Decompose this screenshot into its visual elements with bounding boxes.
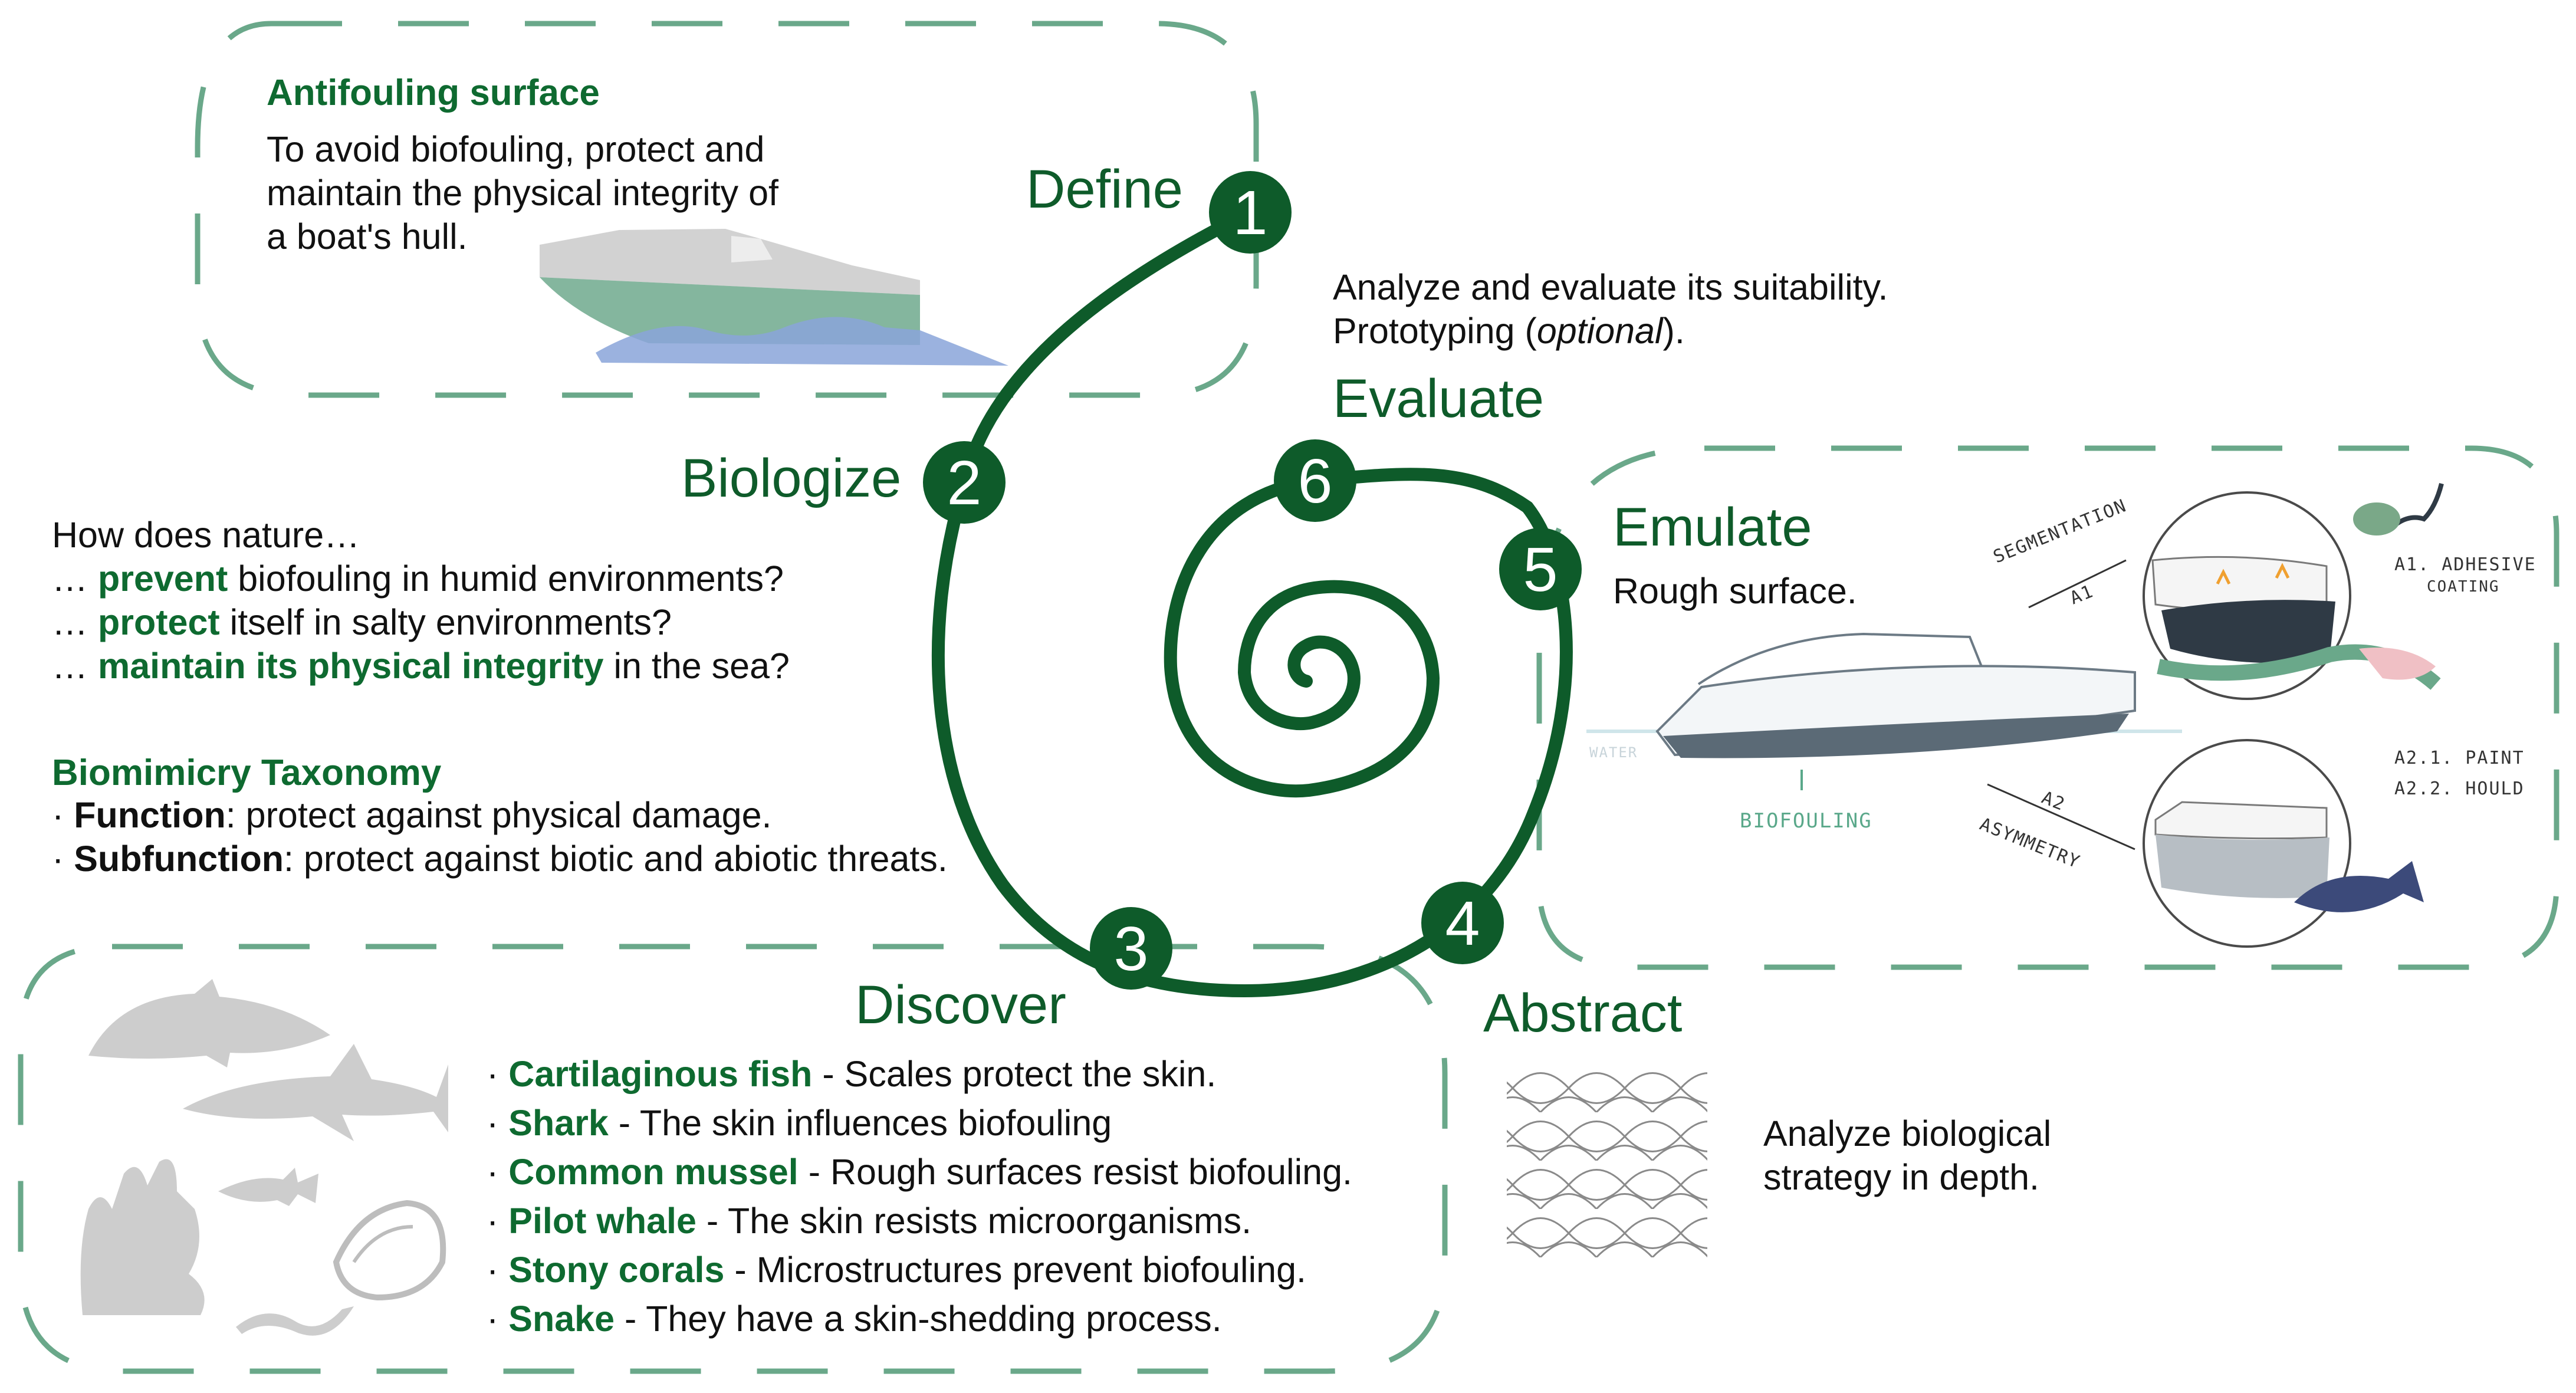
taxonomy-list: · Function: protect against physical dam… <box>52 793 948 881</box>
coral-silhouette <box>80 1159 205 1315</box>
stage-label-evaluate: Evaluate <box>1333 369 1545 429</box>
stage-number-5: 5 <box>1523 535 1558 604</box>
define-line: a boat's hull. <box>267 216 468 257</box>
small-fish-silhouette <box>218 1168 318 1206</box>
label-biofouling: BIOFOULING <box>1740 809 1872 833</box>
stage-marker-6: 6 <box>1274 439 1356 522</box>
stage-label-biologize: Biologize <box>681 448 902 508</box>
stage-marker-1: 1 <box>1209 171 1292 254</box>
stage-marker-5: 5 <box>1499 528 1582 610</box>
discover-item: · Pilot whale - The skin resists microor… <box>487 1201 1252 1241</box>
discover-item: · Common mussel - Rough surfaces resist … <box>487 1152 1352 1192</box>
label-coating: COATING <box>2427 578 2500 596</box>
mussel-silhouette <box>333 1200 446 1301</box>
stage-number-6: 6 <box>1298 446 1333 516</box>
stage-marker-4: 4 <box>1421 882 1504 964</box>
evaluate-line-2: Prototyping (optional). <box>1333 311 1685 351</box>
abstract-line: strategy in depth. <box>1763 1157 2039 1197</box>
label-a2-2: A2.2. HOULD <box>2394 778 2525 799</box>
emulate-description: Rough surface. <box>1613 571 1857 611</box>
stage-marker-2: 2 <box>923 441 1006 524</box>
taxonomy-item: · Subfunction: protect against biotic an… <box>52 839 948 879</box>
shark-silhouette <box>183 1044 448 1141</box>
stage-label-abstract: Abstract <box>1483 983 1683 1043</box>
define-panel-description: To avoid biofouling, protect and maintai… <box>267 127 778 258</box>
stage-number-2: 2 <box>947 448 982 518</box>
taxonomy-item: · Function: protect against physical dam… <box>52 795 772 835</box>
biologize-question: … protect itself in salty environments? <box>52 602 672 642</box>
evaluate-description: Analyze and evaluate its suitability. Pr… <box>1333 265 1888 353</box>
stage-number-4: 4 <box>1445 889 1480 958</box>
label-a1-adhesive: A1. ADHESIVE <box>2394 554 2536 575</box>
discover-item: · Stony corals - Microstructures prevent… <box>487 1250 1306 1290</box>
label-water: WATER <box>1589 744 1638 761</box>
taxonomy-title: Biomimicry Taxonomy <box>52 753 442 793</box>
stage-number-3: 3 <box>1114 914 1149 984</box>
biologize-question: … maintain its physical integrity in the… <box>52 646 790 686</box>
detail-circle-a2 <box>2143 739 2424 948</box>
abstract-line: Analyze biological <box>1763 1113 2052 1154</box>
define-line: maintain the physical integrity of <box>267 173 778 213</box>
snake-silhouette <box>236 1306 354 1336</box>
discover-list: · Cartilaginous fish - Scales protect th… <box>487 1050 1352 1343</box>
define-panel-border <box>195 21 1259 398</box>
stage-number-1: 1 <box>1233 178 1268 248</box>
discover-item: · Snake - They have a skin-shedding proc… <box>487 1299 1222 1339</box>
discover-item: · Shark - The skin influences biofouling <box>487 1103 1112 1143</box>
stage-label-emulate: Emulate <box>1613 497 1812 557</box>
boat-illustration <box>540 229 1008 366</box>
pilot-whale-silhouette <box>88 979 330 1067</box>
biologize-questions: How does nature… … prevent biofouling in… <box>52 513 790 688</box>
stage-label-define: Define <box>1026 159 1183 219</box>
label-a2-1: A2.1. PAINT <box>2394 748 2525 768</box>
scale-pattern <box>1507 1067 1707 1262</box>
evaluate-line-1: Analyze and evaluate its suitability. <box>1333 267 1888 307</box>
biologize-intro: How does nature… <box>52 515 360 555</box>
define-panel-title: Antifouling surface <box>267 73 600 113</box>
organism-silhouettes <box>80 979 448 1336</box>
discover-item: · Cartilaginous fish - Scales protect th… <box>487 1054 1217 1094</box>
detail-circle-a1 <box>2143 483 2444 700</box>
biologize-question: … prevent biofouling in humid environmen… <box>52 558 784 599</box>
discover-panel-border <box>18 944 1448 1374</box>
optional-italic: optional <box>1536 311 1663 351</box>
emulate-boat-sketch <box>1586 632 2182 790</box>
stage-label-discover: Discover <box>855 975 1066 1035</box>
define-line: To avoid biofouling, protect and <box>267 129 765 169</box>
stage-marker-3: 3 <box>1090 907 1172 990</box>
abstract-description: Analyze biological strategy in depth. <box>1763 1112 2051 1199</box>
